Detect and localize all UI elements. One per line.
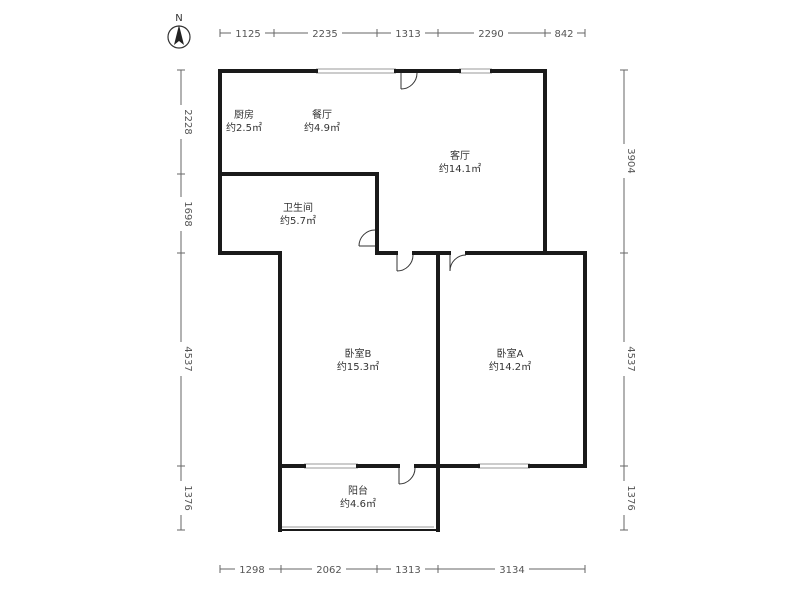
room-area-dining: 约4.9㎡ [304, 121, 340, 134]
room-living: 客厅 约14.1㎡ [439, 149, 481, 175]
room-balcony: 阳台 约4.6㎡ [340, 484, 376, 510]
room-area-bathroom: 约5.7㎡ [280, 214, 316, 227]
room-area-bedroom-a: 约14.2㎡ [489, 360, 531, 373]
walls [218, 69, 587, 532]
dim-left-4: 1376 [182, 485, 193, 510]
dimension-left [177, 69, 185, 531]
dim-bottom-4: 3134 [499, 565, 524, 576]
room-bedroom-a: 卧室A 约14.2㎡ [489, 347, 531, 373]
dimension-right [620, 69, 628, 531]
north-arrow-icon [167, 25, 191, 49]
room-area-bedroom-b: 约15.3㎡ [337, 360, 379, 373]
room-area-living: 约14.1㎡ [439, 162, 481, 175]
dim-top-5: 842 [554, 29, 573, 40]
dim-bottom-1: 1298 [239, 565, 264, 576]
window-top-right [459, 68, 492, 74]
window-balcony-inner [304, 463, 358, 469]
wall-bedroom-a-outer [436, 251, 587, 468]
door-bedroom-b [396, 254, 414, 272]
room-name-kitchen: 厨房 [234, 108, 254, 121]
wall-bathroom [218, 172, 379, 255]
dim-left-3: 4537 [182, 346, 193, 371]
room-dining: 餐厅 约4.9㎡ [304, 108, 340, 134]
room-name-bathroom: 卫生间 [283, 201, 313, 214]
door-bathroom [358, 229, 376, 247]
room-bathroom: 卫生间 约5.7㎡ [280, 201, 316, 227]
room-area-balcony: 约4.6㎡ [340, 497, 376, 510]
dim-left-2: 1698 [182, 201, 193, 226]
compass-label: N [175, 13, 182, 24]
dim-right-3: 1376 [625, 485, 636, 510]
room-area-kitchen: 约2.5㎡ [226, 121, 262, 134]
door-entrance [400, 72, 418, 90]
room-name-balcony: 阳台 [348, 484, 368, 497]
dim-top-3: 1313 [395, 29, 420, 40]
room-name-dining: 餐厅 [312, 108, 332, 121]
wall-left-upper [218, 69, 282, 255]
dim-bottom-3: 1313 [395, 565, 420, 576]
compass: N [167, 13, 191, 49]
room-name-living: 客厅 [450, 149, 470, 162]
dim-top-2: 2235 [312, 29, 337, 40]
wall-top [218, 69, 547, 255]
room-name-bedroom-b: 卧室B [345, 347, 372, 360]
dim-top-4: 2290 [478, 29, 503, 40]
room-name-bedroom-a: 卧室A [497, 347, 524, 360]
door-balcony [398, 467, 416, 485]
dim-top-1: 1125 [235, 29, 260, 40]
window-top-left [316, 68, 396, 74]
dim-right-1: 3904 [625, 148, 636, 173]
room-bedroom-b: 卧室B 约15.3㎡ [337, 347, 379, 373]
dim-left-1: 2228 [182, 109, 193, 134]
room-kitchen: 厨房 约2.5㎡ [226, 108, 262, 134]
dim-bottom-2: 2062 [316, 565, 341, 576]
window-bedroom-a [478, 463, 530, 469]
doors [358, 72, 467, 485]
windows [282, 68, 530, 531]
door-bedroom-a [449, 254, 467, 272]
dim-right-2: 4537 [625, 346, 636, 371]
